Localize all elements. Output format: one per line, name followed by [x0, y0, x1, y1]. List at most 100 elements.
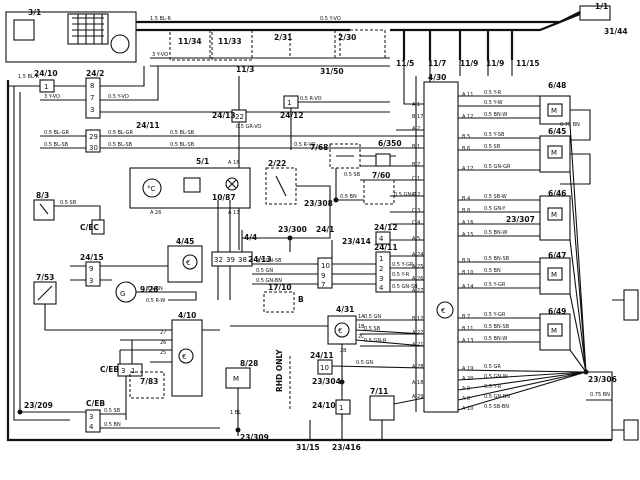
pin-a14: A 14	[462, 284, 473, 290]
pin-a8: A 8	[462, 396, 470, 402]
wire-w3: 0.5 SB	[104, 408, 121, 414]
label-23-300: 23/300	[278, 225, 307, 234]
label-11-9b: 11/9	[486, 59, 504, 68]
wire-w28: 1 BL	[230, 410, 241, 416]
pin-a10: A 10	[462, 406, 473, 412]
wire-w1: 1.5 BL-R	[150, 16, 171, 22]
wire-w33: 0.5 Y-W	[484, 100, 503, 106]
wire-w23: 0.5 R-VO	[300, 96, 322, 102]
wire-w45: 0.5 BN-SB	[484, 324, 510, 330]
pin-4-2412: 4	[379, 235, 384, 243]
sensor-8-3: 8/3 C/EC 0.5 SB	[33, 191, 105, 235]
pin-25: 25	[160, 350, 166, 356]
label-9-26: 9/26	[140, 285, 158, 294]
pin-2c: 2C	[358, 334, 365, 340]
pin-a26: A 26	[150, 210, 161, 216]
wire-w40: 0.5 BN-W	[484, 230, 507, 236]
pin-4-2411: 4	[379, 284, 384, 292]
label-6-49: 6/49	[548, 307, 566, 316]
label-23-308: 23/308	[304, 199, 333, 208]
label-31-50: 31/50	[320, 67, 344, 76]
wire-w16: 0.5 SB	[60, 200, 77, 206]
pin-a19: A 19	[462, 366, 473, 372]
label-7-53: 7/53	[36, 273, 54, 282]
label-11-7: 11/7	[428, 59, 446, 68]
pin-b12: B 12	[412, 316, 423, 322]
label-7-83: 7/83	[140, 377, 158, 386]
pin-1b: 1B	[358, 324, 365, 330]
pin-1-2410b: 1	[339, 404, 343, 412]
label-24-1: 24/1	[316, 225, 334, 234]
connector-24-12a: 1 24/12 0.5 R-VO 0.5 R-VO	[280, 95, 390, 150]
label-23-309: 23/309	[240, 433, 269, 442]
wire-w25: 0.5 SB	[364, 326, 381, 332]
svg-text:€: €	[182, 353, 186, 361]
pin-a29: A 29	[412, 394, 423, 400]
pin-2-2411: 2	[379, 265, 383, 273]
label-4-10: 4/10	[178, 311, 196, 320]
switch-7-60: 7/60 23/308 0.5 BN 0.5 SB 0.5 GN-R	[304, 168, 417, 208]
svg-text:M: M	[233, 375, 239, 383]
svg-text:€: €	[338, 327, 342, 335]
wire-w49: 0.5 Y-R	[484, 384, 502, 390]
control-unit-4-30: 4/30 €	[423, 73, 459, 413]
climate-panel-5-1: 5/1 °C 10/87 A 26 A 13 A 18	[129, 157, 251, 216]
label-10-87: 10/87	[212, 193, 236, 202]
pin-3-24-2: 3	[90, 106, 94, 114]
label-b: B	[298, 295, 304, 304]
wire-w14: 0.5 GN-SB	[392, 284, 418, 290]
svg-text:°C: °C	[147, 185, 156, 193]
wire-w29: 0.5 R-VO	[294, 142, 316, 148]
label-31-15: 31/15	[296, 443, 320, 452]
wire-w9: 0.5 BL-GR	[108, 130, 134, 136]
label-11-33: 11/33	[218, 37, 242, 46]
pin-29: 29	[89, 133, 98, 141]
label-24-2: 24/2	[86, 69, 104, 78]
wire-w53: 0.5 SB	[344, 172, 361, 178]
pin-4-ceb2: 4	[89, 423, 94, 431]
label-24-13b: 24/13	[248, 255, 272, 264]
pin-a18: A 18	[412, 380, 423, 386]
label-11-9a: 11/9	[460, 59, 478, 68]
wire-w6: 3 Y-VO	[44, 94, 60, 100]
label-2-22: 2/22	[268, 159, 286, 168]
pin-39: 39	[226, 256, 235, 264]
wire-w42: 0.5 BN	[484, 268, 501, 274]
svg-text:€: €	[441, 307, 445, 315]
module-4-45: 4/45 €	[167, 237, 203, 283]
label-11-15: 11/15	[516, 59, 540, 68]
label-31-44: 31/44	[604, 27, 628, 36]
junction-23-306: 23/306 0.75 BN 0.75 BN 0.5 GR 0.5 GN-W 0…	[457, 122, 617, 440]
pin-b10: B 10	[462, 270, 473, 276]
wire-w19b: 0.5 GN-R	[364, 338, 387, 344]
label-11-34: 11/34	[178, 37, 202, 46]
connector-24-11b: 1 2 3 4 24/11 0.5 Y-GR 0.5 Y-R 0.5 GN-SB	[374, 243, 418, 293]
pin-7-24-2: 7	[90, 94, 94, 102]
wire-w46: 0.5 BN-W	[484, 336, 507, 342]
label-23-416: 23/416	[332, 443, 361, 452]
pin-26: 26	[160, 340, 166, 346]
relay-2-22: 2/22	[265, 159, 331, 230]
label-c-ec: C/EC	[80, 223, 99, 232]
label-11-3: 11/3	[236, 65, 254, 74]
wire-w51: 0.5 SB-BN	[484, 404, 509, 410]
pin-a12: A 12	[462, 114, 473, 120]
label-23-209: 23/209	[24, 401, 53, 410]
label-rhd-only: RHD ONLY	[275, 349, 284, 392]
pin-a18-51: A 18	[228, 160, 239, 166]
pin-22: 22	[235, 113, 244, 121]
pin-3-ceb2: 3	[89, 413, 93, 421]
wire-w48: 0.5 GN-W	[484, 374, 508, 380]
label-24-11a: 24/11	[136, 121, 160, 130]
label-2-30: 2/30	[338, 33, 356, 42]
pin-b7r: B 7	[462, 314, 470, 320]
label-23-304: 23/304	[312, 377, 341, 386]
connector-24-15: 9 3 24/15	[70, 253, 180, 287]
pin-b11: B 11	[462, 326, 473, 332]
pin-a16: A 16	[462, 220, 473, 226]
label-23-307: 23/307	[506, 215, 535, 224]
pin-a13: A 13	[462, 338, 473, 344]
label-5-1: 5/1	[196, 157, 209, 166]
wire-w50: 0.5 GN-BN	[484, 394, 510, 400]
